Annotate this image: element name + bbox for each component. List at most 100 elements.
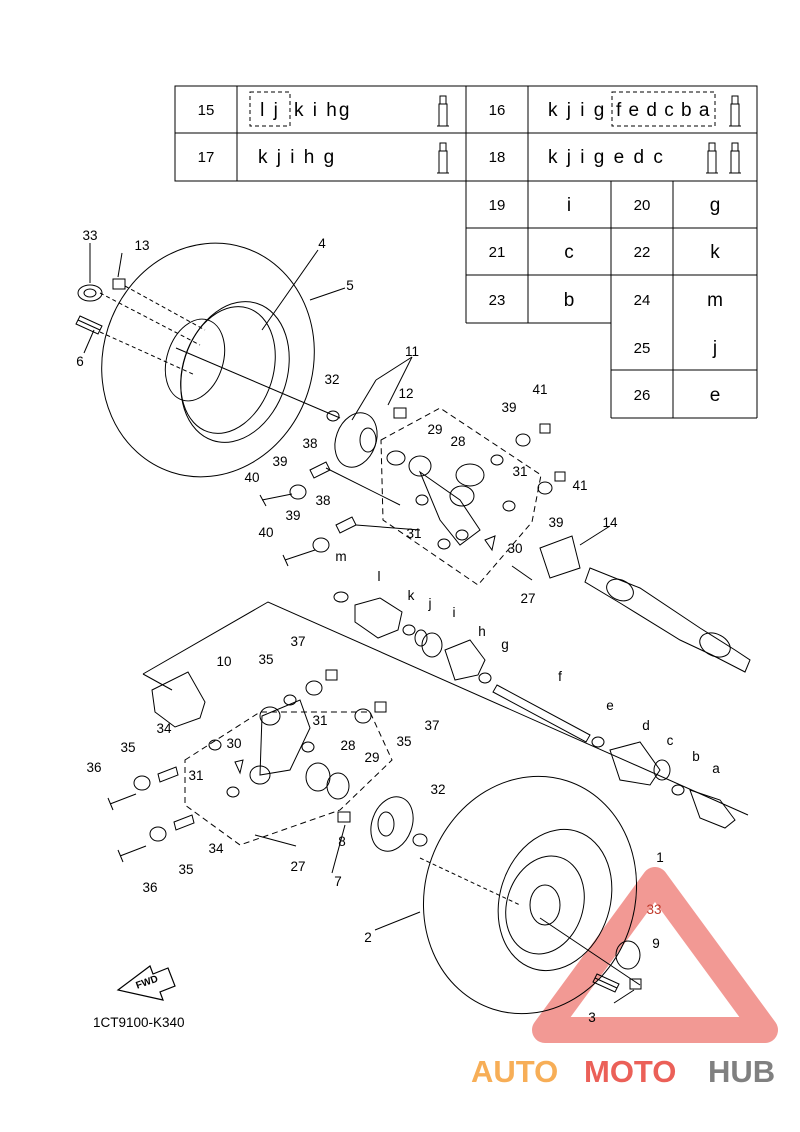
callout: 14: [602, 515, 618, 530]
callout: 35: [178, 862, 193, 877]
guard-14: [539, 535, 581, 579]
callout: 31: [406, 526, 421, 541]
callout: 27: [290, 859, 305, 874]
callout: 7: [334, 874, 342, 889]
table-codes: k j i h g: [258, 147, 336, 168]
upper-tire: [101, 242, 315, 478]
table-ref: 26: [634, 387, 651, 404]
kit-letter: a: [712, 761, 720, 776]
table-ref: 21: [489, 244, 506, 261]
joint-a: [689, 789, 736, 829]
callout: 6: [76, 354, 84, 369]
kit-letter: f: [558, 669, 562, 684]
callout: 10: [216, 654, 231, 669]
callout: 40: [258, 525, 273, 540]
nut-13: [112, 278, 126, 290]
callout: 38: [315, 493, 330, 508]
callout: 32: [430, 782, 445, 797]
kit-table-text: 15 l j k i hg 16 k j i g f e d c b a 17 …: [198, 100, 723, 406]
callout: 33: [82, 228, 97, 243]
callout: 4: [318, 236, 326, 251]
callout: 13: [134, 238, 149, 253]
grease-nipple: [484, 535, 496, 552]
callout: 32: [324, 372, 339, 387]
kit-letter: g: [501, 637, 509, 652]
callout: 35: [120, 740, 135, 755]
callout: 34: [156, 721, 172, 736]
callout: 39: [501, 400, 516, 415]
watermark-part1: AUTO: [471, 1054, 558, 1089]
table-code: e: [710, 385, 721, 406]
callout: 41: [532, 382, 547, 397]
table-ref: 25: [634, 340, 651, 357]
callout: 28: [450, 434, 465, 449]
boot-d: [609, 741, 661, 786]
callout: 39: [285, 508, 300, 523]
callout: 31: [312, 713, 327, 728]
nut-32: [326, 410, 340, 422]
callout: 27: [520, 591, 535, 606]
callout: 41: [572, 478, 587, 493]
callout: 36: [142, 880, 157, 895]
fwd-arrow-icon: FWD: [116, 965, 176, 1001]
table-ref: 24: [634, 292, 651, 309]
callout: 30: [507, 541, 522, 556]
table-codes: k j i g e d c: [548, 147, 665, 168]
table-ref: 22: [634, 244, 651, 261]
callout-labels: 33 13 4 5 6 11 32 12 41 39 29 28 38 39 3…: [76, 228, 720, 1025]
shaft-f: [492, 684, 591, 743]
knuckle-upper: [418, 470, 481, 546]
callout: 29: [427, 422, 442, 437]
guard-10: [151, 671, 206, 728]
watermark-text: AUTO MOTO HUB: [471, 1054, 775, 1089]
hub-cap-upper: [77, 284, 103, 302]
callout: 2: [364, 930, 372, 945]
callout: 37: [424, 718, 439, 733]
callout: 8: [338, 834, 346, 849]
table-boxed-codes: l j: [260, 100, 280, 121]
callout: 36: [86, 760, 101, 775]
table-ref: 15: [198, 102, 215, 119]
hub-7: [370, 796, 414, 852]
watermark-part3: HUB: [708, 1054, 775, 1089]
watermark-logo: [532, 867, 778, 1043]
kit-letter: i: [453, 605, 456, 620]
circlip-m: [333, 591, 349, 603]
kit-letter: c: [667, 733, 674, 748]
knuckle-assembly-box-lower: [184, 711, 393, 846]
table-ref: 19: [489, 197, 506, 214]
kit-table: [174, 85, 758, 419]
callout: 29: [364, 750, 379, 765]
table-code: c: [564, 242, 574, 263]
callout: 3: [588, 1010, 596, 1025]
lower-tire: [422, 775, 638, 1015]
callout: 38: [302, 436, 317, 451]
callout: 30: [226, 736, 241, 751]
callout: 5: [346, 278, 354, 293]
callout: 33: [646, 902, 661, 917]
table-ref: 17: [198, 149, 215, 166]
kit-letter: j: [428, 596, 432, 611]
kit-letter: b: [692, 749, 700, 764]
kit-letter: m: [335, 549, 346, 564]
callout: 39: [548, 515, 563, 530]
callout: 31: [188, 768, 203, 783]
kit-letter: d: [642, 718, 650, 733]
knuckle-lower: [259, 699, 311, 776]
diagram-code: 1CT9100-K340: [93, 1015, 185, 1030]
callout: 40: [244, 470, 259, 485]
kit-letter: h: [478, 624, 486, 639]
table-boxed-codes: f e d c b a: [616, 100, 710, 121]
table-ref: 18: [489, 149, 506, 166]
hub-cap-lower: [615, 940, 641, 970]
bolt-6: [75, 315, 103, 335]
knuckle-assembly-box: [380, 407, 542, 586]
callout: 12: [398, 386, 413, 401]
joint-l: [354, 597, 403, 639]
watermark-part2: MOTO: [584, 1054, 676, 1089]
table-code: k: [710, 242, 720, 263]
callout: 37: [290, 634, 305, 649]
callout: 31: [512, 464, 527, 479]
